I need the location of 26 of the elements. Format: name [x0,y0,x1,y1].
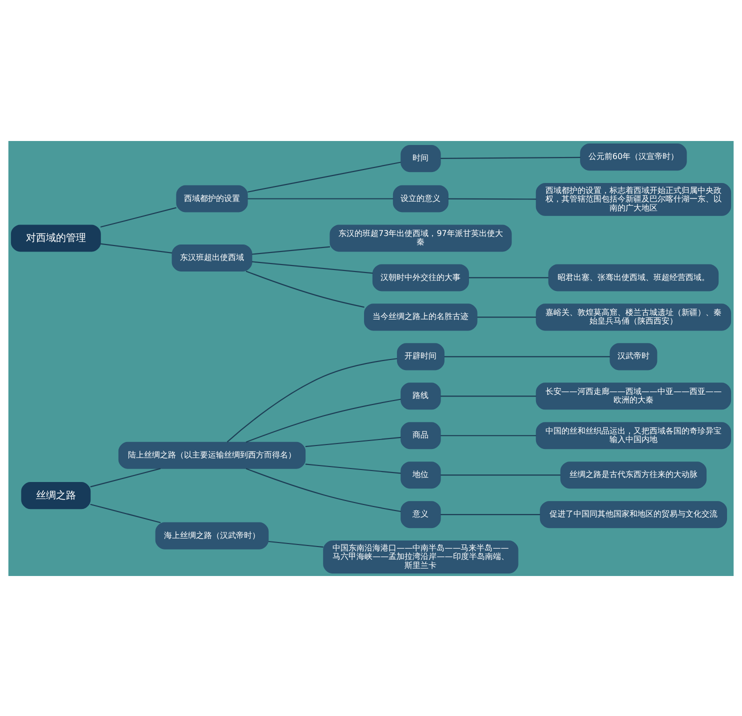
connector [468,276,548,278]
connector [440,514,540,515]
connector [90,468,161,487]
connector [100,242,172,253]
connector [444,356,610,357]
connector [100,206,176,228]
connector [90,503,161,523]
connector [246,270,364,308]
connector [246,468,402,512]
connector [440,434,536,436]
connector [226,358,398,442]
connector [252,246,330,254]
node-box: 对西域的管理 [10,224,101,252]
connector [305,463,401,474]
connector [252,260,373,274]
connector [440,474,560,476]
connector [268,540,324,548]
node-box: 丝绸之路 [21,482,91,509]
connector [477,316,536,318]
connector [448,198,536,200]
connector [248,161,401,192]
connector [305,436,401,447]
connector [248,198,394,199]
connector [440,156,580,158]
connector [246,398,402,442]
connector [440,395,536,396]
